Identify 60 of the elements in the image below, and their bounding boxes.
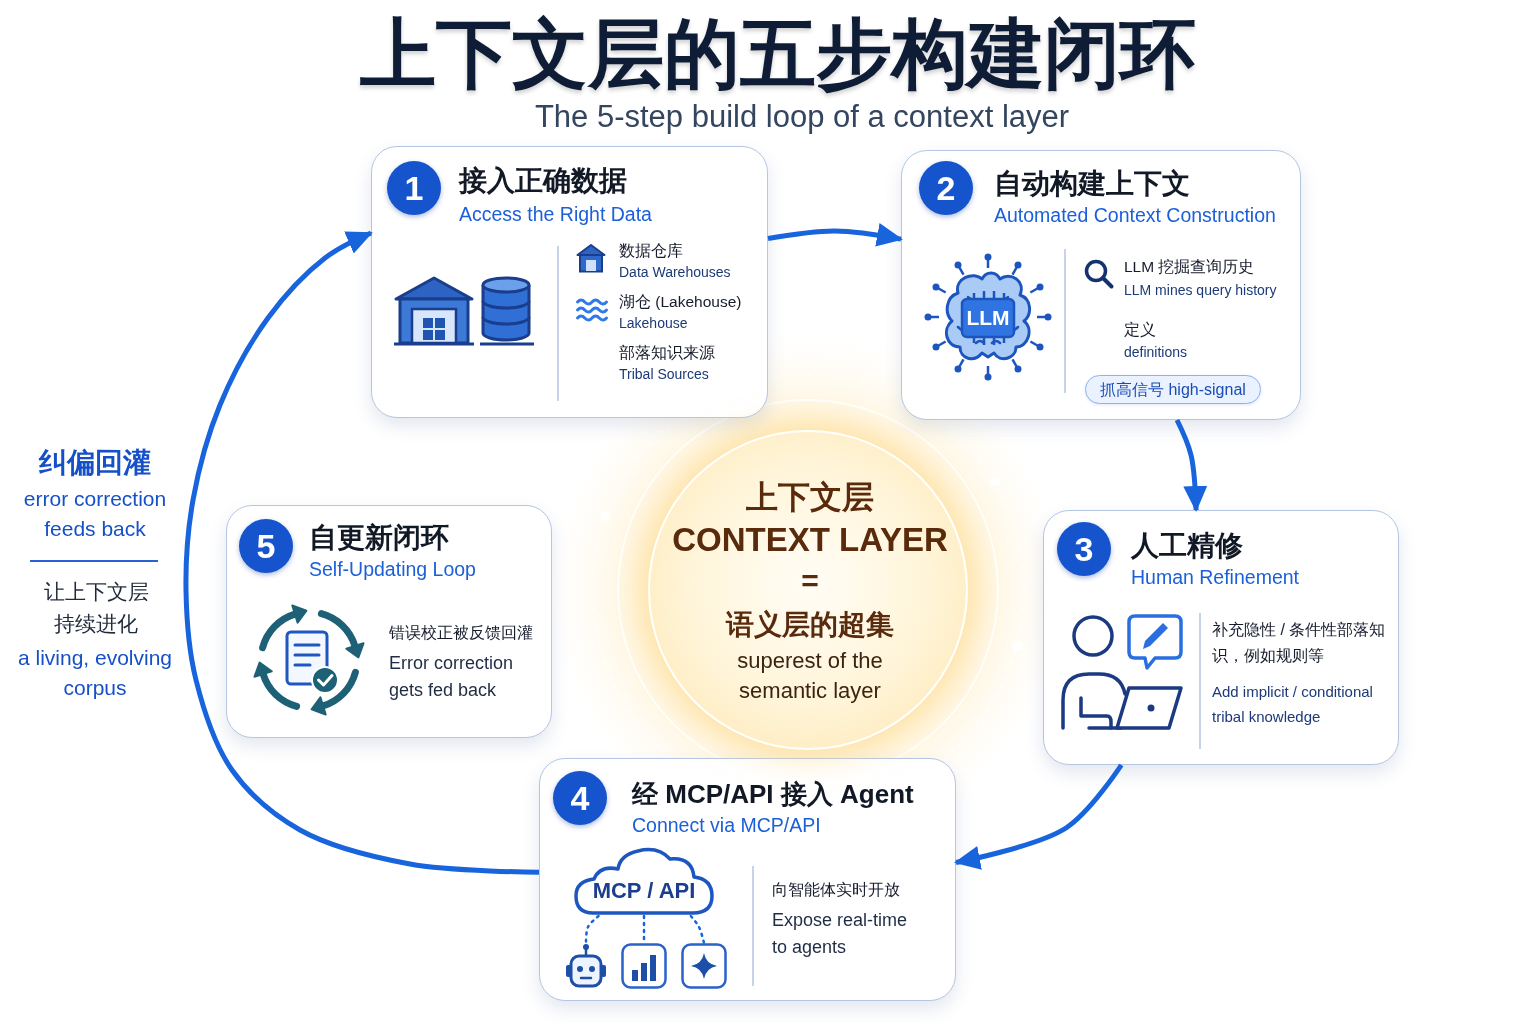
- step-subtitle: Self-Updating Loop: [309, 558, 476, 582]
- item-label: 湖仓 (Lakehouse): [619, 293, 742, 312]
- description-text: Error correction gets fed back: [389, 652, 515, 702]
- step-title: 接入正确数据: [459, 164, 627, 198]
- side-note-text: a living, evolving corpus: [16, 645, 174, 701]
- step-number: 1: [387, 161, 441, 215]
- side-note-title: 纠偏回灌: [37, 446, 152, 480]
- equals-sign: =: [800, 564, 820, 598]
- step-subtitle: Human Refinement: [1131, 566, 1299, 590]
- sparkle-icon: [681, 943, 727, 989]
- step-subtitle: Automated Context Construction: [994, 204, 1276, 228]
- item-caption: definitions: [1124, 344, 1188, 361]
- step-title: 经 MCP/API 接入 Agent: [632, 779, 914, 811]
- core-description: superest of the semantic layer: [736, 647, 884, 705]
- title: 上下文层的五步构建闭环: [359, 12, 1197, 96]
- description-text: Expose real-time to agents: [772, 909, 909, 959]
- step-card: [226, 505, 552, 738]
- step-title: 自更新闭环: [309, 521, 449, 555]
- step-subtitle: Connect via MCP/API: [632, 814, 821, 838]
- description-text: Add implicit / conditional tribal knowledge: [1212, 682, 1374, 727]
- dotted-connector: [689, 914, 706, 945]
- subtitle: The 5-step build loop of a context layer: [533, 98, 1071, 136]
- step-card: [1043, 510, 1399, 765]
- step-card: [371, 146, 768, 418]
- core-title: 上下文层: [745, 478, 875, 516]
- description-text: 向智能体实时开放: [772, 880, 901, 900]
- arrow: [183, 230, 540, 875]
- step-card: [901, 150, 1301, 420]
- description-text: 错误校正被反馈回灌: [389, 623, 534, 643]
- chip-label: LLM: [965, 306, 1011, 330]
- tag-pill: 抓高信号 high-signal: [1085, 375, 1261, 405]
- arrow: [767, 223, 903, 247]
- item-label: 数据仓库: [619, 242, 683, 261]
- description-text: 补充隐性 / 条件性部落知识，例如规则等: [1212, 620, 1387, 666]
- arrow: [1174, 418, 1208, 512]
- robot-icon: [563, 943, 609, 989]
- step-number: 2: [919, 161, 973, 215]
- step-card: [539, 758, 956, 1001]
- step-number: 3: [1057, 522, 1111, 576]
- step-subtitle: Access the Right Data: [459, 203, 652, 227]
- item-label: 定义: [1124, 321, 1156, 340]
- item-caption: Lakehouse: [619, 315, 688, 332]
- dotted-connector: [584, 914, 600, 945]
- bar-chart-icon: [621, 943, 667, 989]
- step-title: 自动构建上下文: [994, 167, 1190, 201]
- side-note-text: error correction feeds back: [22, 486, 168, 542]
- side-note-text: 让上下文层持续进化: [42, 579, 150, 637]
- item-caption: Tribal Sources: [619, 366, 709, 383]
- step-number: 5: [239, 519, 293, 573]
- step-number: 4: [553, 771, 607, 825]
- cloud-label: MCP / API: [591, 878, 697, 905]
- cloud-shape: [573, 846, 715, 916]
- step-title: 人工精修: [1131, 529, 1243, 563]
- core-subtitle: 语义层的超集: [724, 608, 895, 642]
- core-title-english: CONTEXT LAYER: [671, 520, 949, 560]
- arrow: [954, 763, 1124, 870]
- item-caption: Data Warehouses: [619, 264, 731, 281]
- item-caption: LLM mines query history: [1124, 282, 1277, 299]
- item-label: 部落知识来源: [619, 344, 715, 363]
- item-label: LLM 挖掘查询历史: [1124, 258, 1255, 277]
